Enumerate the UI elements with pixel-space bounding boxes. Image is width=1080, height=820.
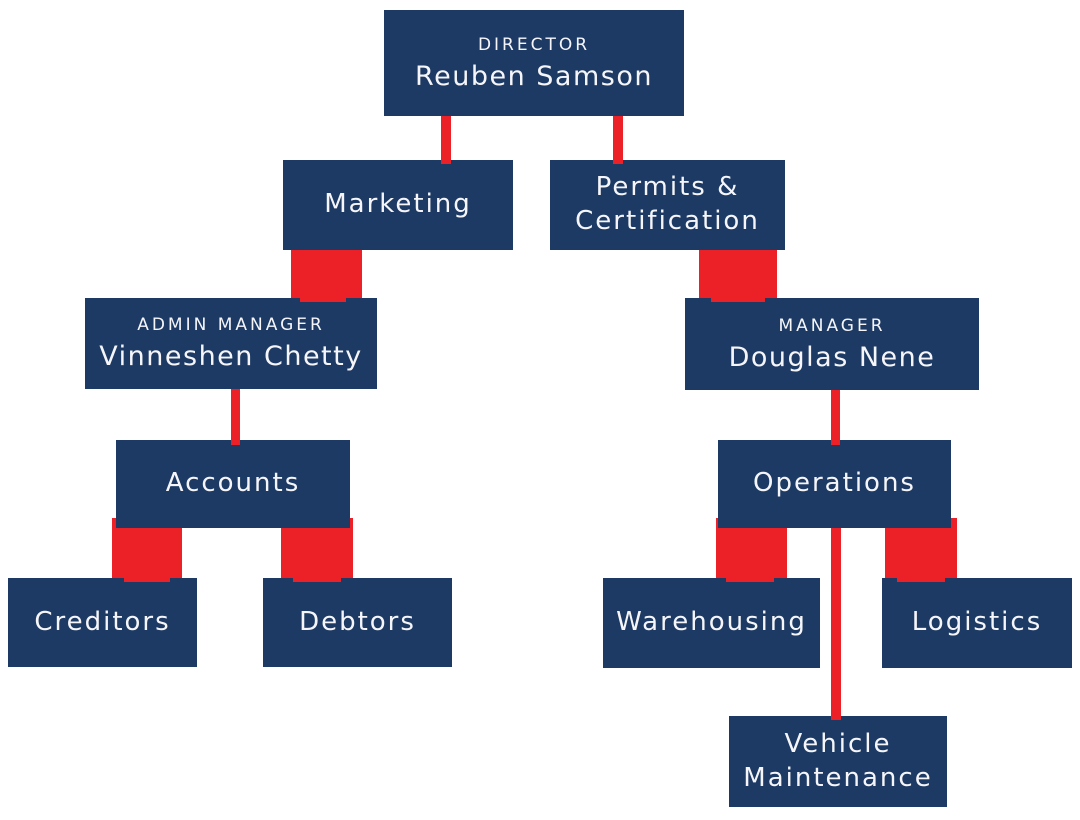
role-label: ADMIN MANAGER <box>137 315 325 335</box>
org-node-operations: Operations <box>718 440 951 528</box>
connector-operations-logistics <box>885 518 957 582</box>
role-label: DIRECTOR <box>477 34 591 55</box>
connector-director-permits <box>613 112 623 164</box>
connector-permits-manager <box>699 245 777 302</box>
role-label: MANAGER <box>778 315 886 336</box>
org-node-manager: MANAGER Douglas Nene <box>685 298 979 390</box>
department-label-line2: Certification <box>575 206 760 236</box>
connector-accounts-creditors <box>112 518 182 582</box>
connector-operations-warehousing <box>716 518 787 582</box>
connector-tab <box>300 298 346 302</box>
org-node-admin-manager: ADMIN MANAGER Vinneshen Chetty <box>85 298 377 389</box>
connector-manager-operations <box>831 386 840 444</box>
department-label: Logistics <box>911 607 1043 638</box>
connector-director-marketing <box>441 112 451 164</box>
org-node-accounts: Accounts <box>116 440 350 528</box>
org-node-vehicle-maintenance: Vehicle Maintenance <box>729 716 947 807</box>
department-label: Operations <box>753 468 916 499</box>
person-name: Vinneshen Chetty <box>99 341 363 372</box>
department-label: Debtors <box>299 606 416 637</box>
org-node-permits-certification: Permits & Certification <box>550 160 785 250</box>
connector-marketing-admin-manager <box>291 245 362 302</box>
connector-tab <box>726 578 774 582</box>
connector-tab <box>231 440 240 445</box>
connector-admin-manager-accounts <box>231 386 240 444</box>
connector-tab <box>711 298 765 302</box>
org-node-debtors: Debtors <box>263 578 452 667</box>
department-label: Accounts <box>165 468 301 499</box>
org-node-director: DIRECTOR Reuben Samson <box>384 10 684 116</box>
connector-tab <box>613 160 623 164</box>
org-node-warehousing: Warehousing <box>603 578 820 668</box>
connector-tab <box>831 716 841 720</box>
org-node-logistics: Logistics <box>882 578 1072 668</box>
department-label-line2: Maintenance <box>743 762 933 793</box>
connector-tab <box>897 578 945 582</box>
connector-tab <box>293 578 341 582</box>
org-node-marketing: Marketing <box>283 160 513 250</box>
connector-accounts-debtors <box>281 518 353 582</box>
connector-tab <box>441 160 451 164</box>
connector-operations-vehicle-maintenance <box>831 524 841 720</box>
connector-tab <box>831 440 840 445</box>
department-label-line1: Permits & <box>595 172 740 203</box>
department-label-line1: Vehicle <box>784 728 892 759</box>
department-label: Creditors <box>34 606 171 637</box>
org-node-creditors: Creditors <box>8 578 197 667</box>
person-name: Reuben Samson <box>415 60 653 92</box>
connector-tab <box>124 578 170 582</box>
department-label: Marketing <box>324 189 472 220</box>
person-name: Douglas Nene <box>728 341 936 373</box>
department-label: Warehousing <box>616 607 807 638</box>
